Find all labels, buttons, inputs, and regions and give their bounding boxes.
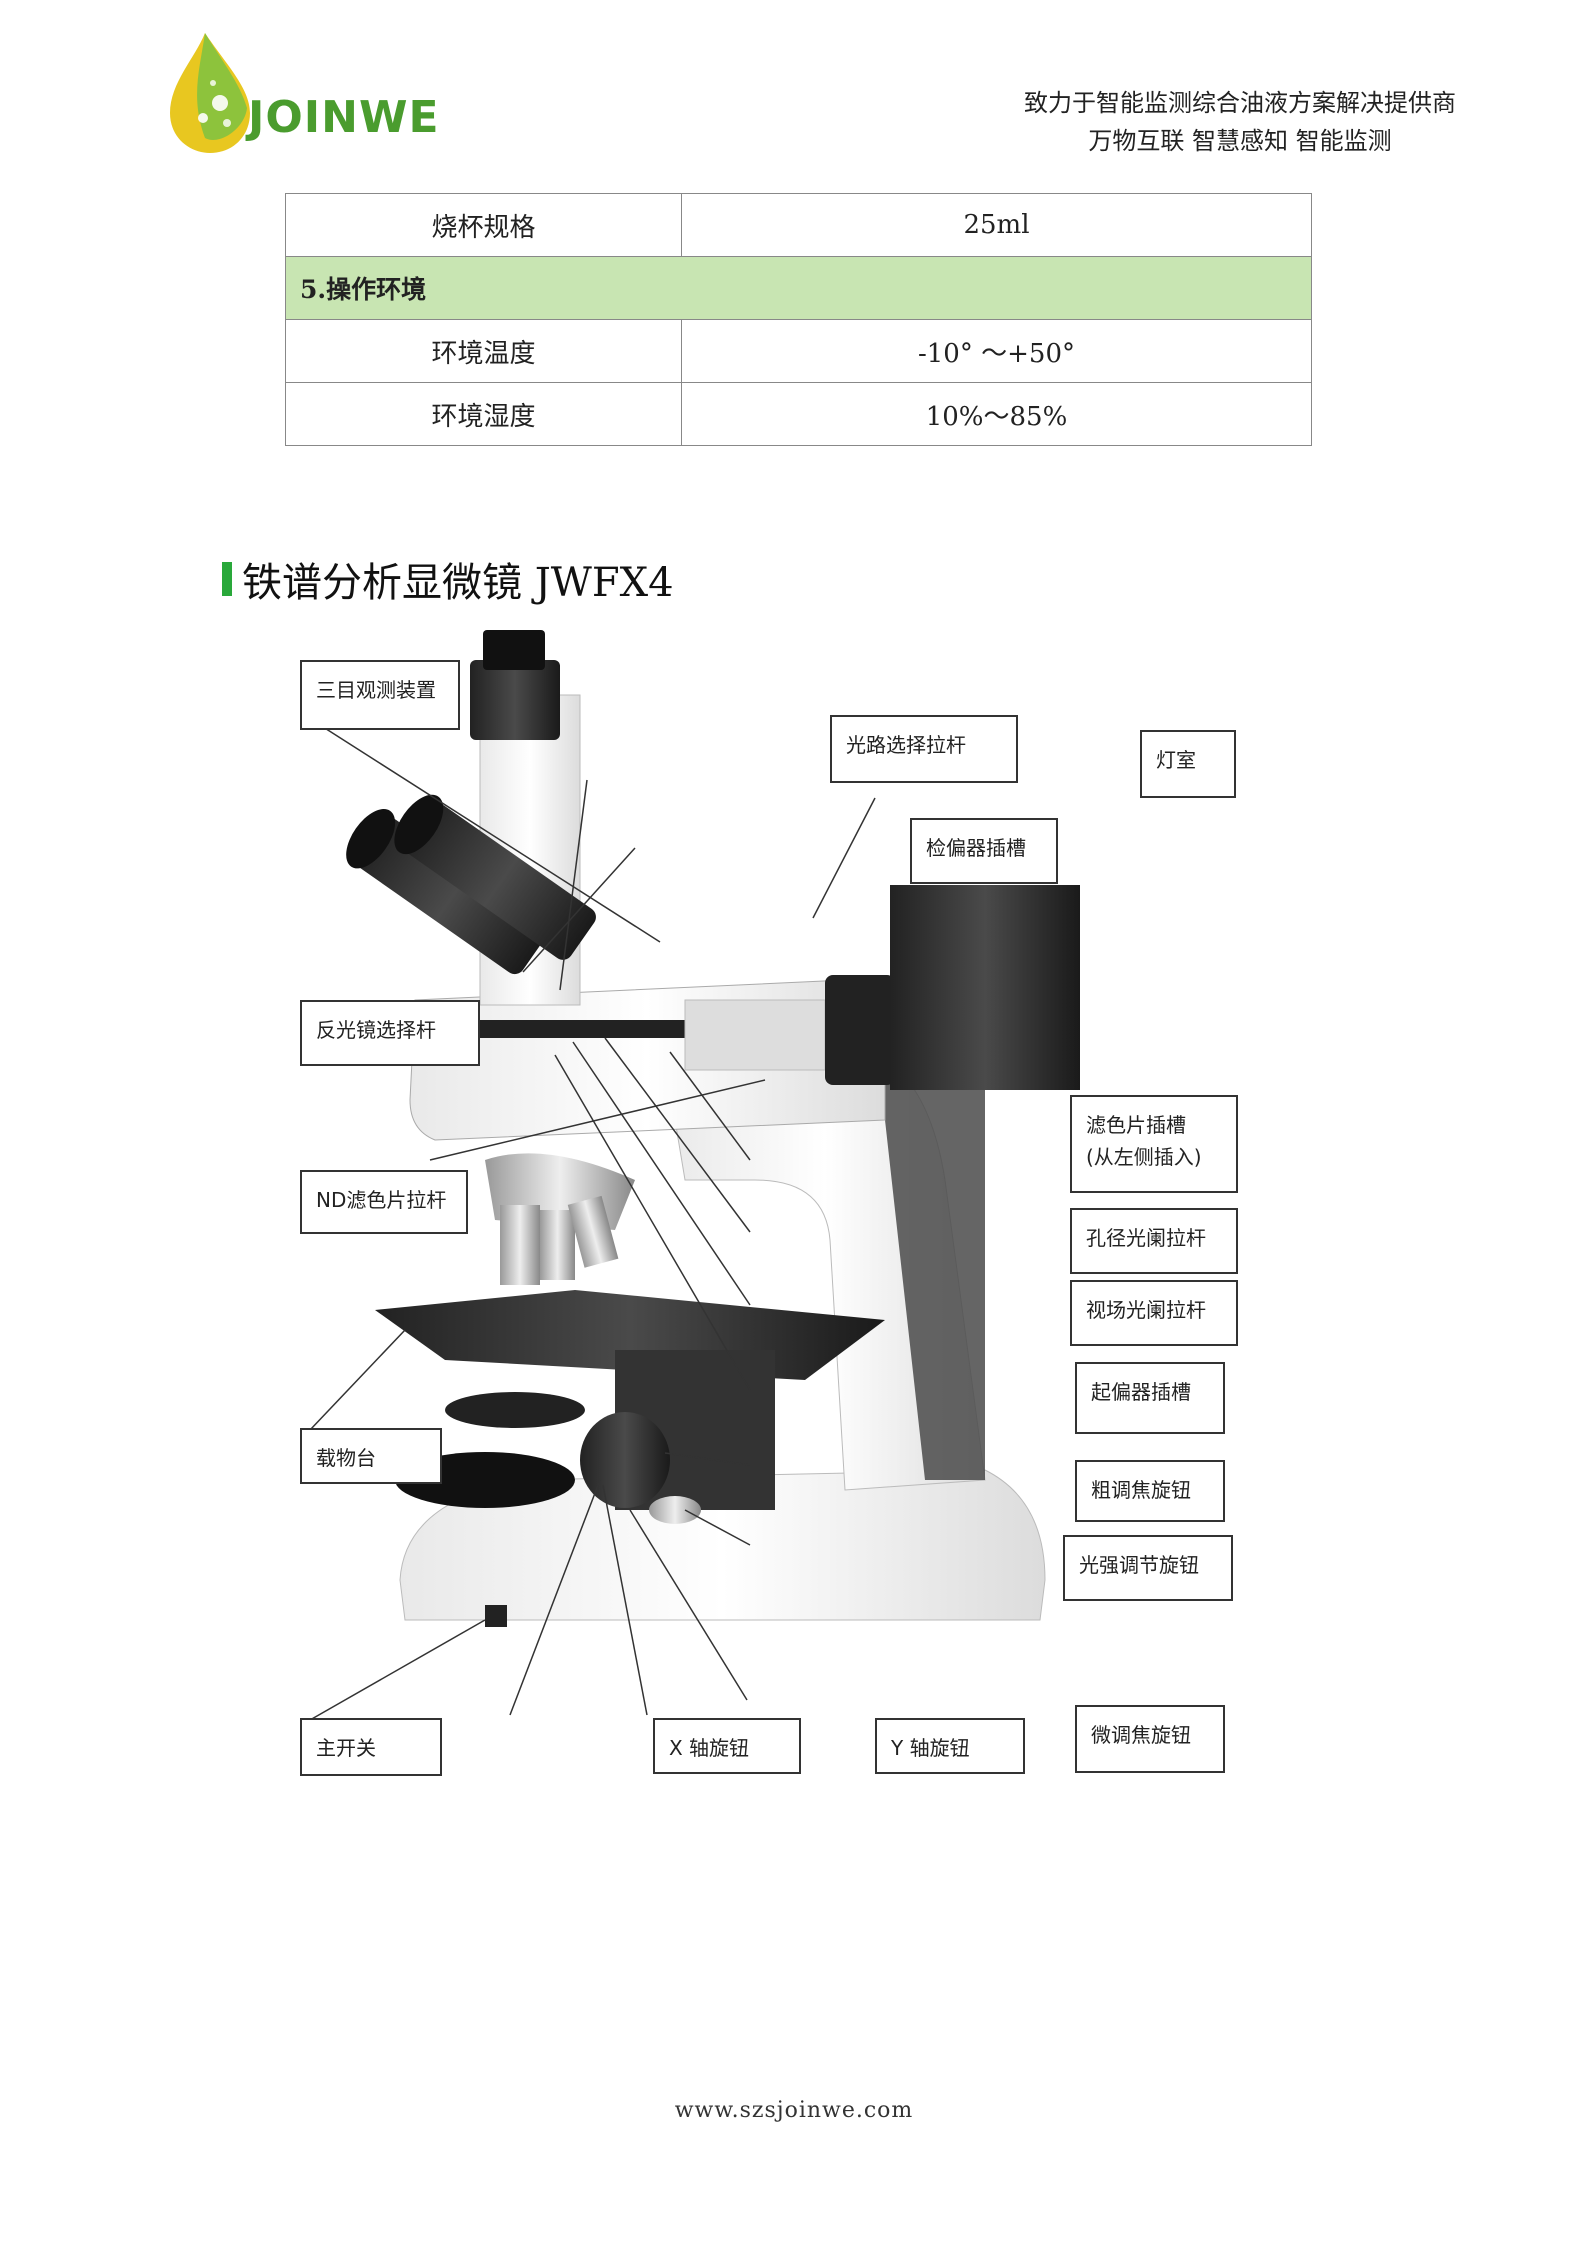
section-label: 5.操作环境 <box>285 256 1312 320</box>
spec-value: 25ml <box>681 193 1312 257</box>
callout-main-switch: 主开关 <box>300 1718 442 1776</box>
company-logo <box>165 28 445 158</box>
callout-field-diaphragm: 视场光阑拉杆 <box>1070 1280 1238 1346</box>
callout-stage: 载物台 <box>300 1428 442 1484</box>
callout-reflector: 反光镜选择杆 <box>300 1000 480 1066</box>
logo-wordmark: JOINWE <box>248 92 440 143</box>
microscope-illustration <box>309 630 1080 1721</box>
callout-y-knob: Y 轴旋钮 <box>875 1718 1025 1774</box>
callout-x-knob: X 轴旋钮 <box>653 1718 801 1774</box>
callout-analyzer-slot: 检偏器插槽 <box>910 818 1058 884</box>
callout-polarizer-slot: 起偏器插槽 <box>1075 1362 1225 1434</box>
callout-filter-slot: 滤色片插槽 (从左侧插入) <box>1070 1095 1238 1193</box>
filter-slot-line-2: (从左侧插入) <box>1086 1145 1202 1169</box>
spec-key: 环境湿度 <box>285 382 682 446</box>
section-heading: 铁谱分析显微镜 JWFX4 <box>222 550 674 608</box>
header-tagline: 致力于智能监测综合油液方案解决提供商 万物互联 智慧感知 智能监测 <box>1024 84 1456 160</box>
callout-fine-focus: 微调焦旋钮 <box>1075 1705 1225 1773</box>
filter-slot-line-1: 滤色片插槽 <box>1086 1113 1186 1137</box>
table-row: 环境湿度 10%～85% <box>285 382 1312 446</box>
table-row: 环境温度 -10° ～+50° <box>285 319 1312 383</box>
tagline-line-1: 致力于智能监测综合油液方案解决提供商 <box>1024 89 1456 117</box>
logo-drop-icon <box>170 33 250 153</box>
footer-url: www.szsjoinwe.com <box>674 2098 914 2123</box>
spec-value: -10° ～+50° <box>681 319 1312 383</box>
callout-coarse-focus: 粗调焦旋钮 <box>1075 1460 1225 1522</box>
callout-light-intensity: 光强调节旋钮 <box>1063 1535 1233 1601</box>
heading-bar-icon <box>222 562 232 596</box>
microscope-diagram: 三目观测装置 光路选择拉杆 灯室 检偏器插槽 反光镜选择杆 滤色片插槽 (从左侧… <box>285 620 1305 1790</box>
table-section-row: 5.操作环境 <box>285 256 1312 320</box>
callout-lamp-house: 灯室 <box>1140 730 1236 798</box>
section-title: 铁谱分析显微镜 JWFX4 <box>242 560 674 606</box>
callout-nd-filter: ND滤色片拉杆 <box>300 1170 468 1234</box>
callout-aperture: 孔径光阑拉杆 <box>1070 1208 1238 1274</box>
table-row: 烧杯规格 25ml <box>285 193 1312 257</box>
spec-value: 10%～85% <box>681 382 1312 446</box>
spec-table: 烧杯规格 25ml 5.操作环境 环境温度 -10° ～+50° 环境湿度 10… <box>285 193 1312 446</box>
callout-light-path: 光路选择拉杆 <box>830 715 1018 783</box>
spec-key: 烧杯规格 <box>285 193 682 257</box>
spec-key: 环境温度 <box>285 319 682 383</box>
tagline-line-2: 万物互联 智慧感知 智能监测 <box>1088 127 1392 155</box>
callout-trinocular: 三目观测装置 <box>300 660 460 730</box>
